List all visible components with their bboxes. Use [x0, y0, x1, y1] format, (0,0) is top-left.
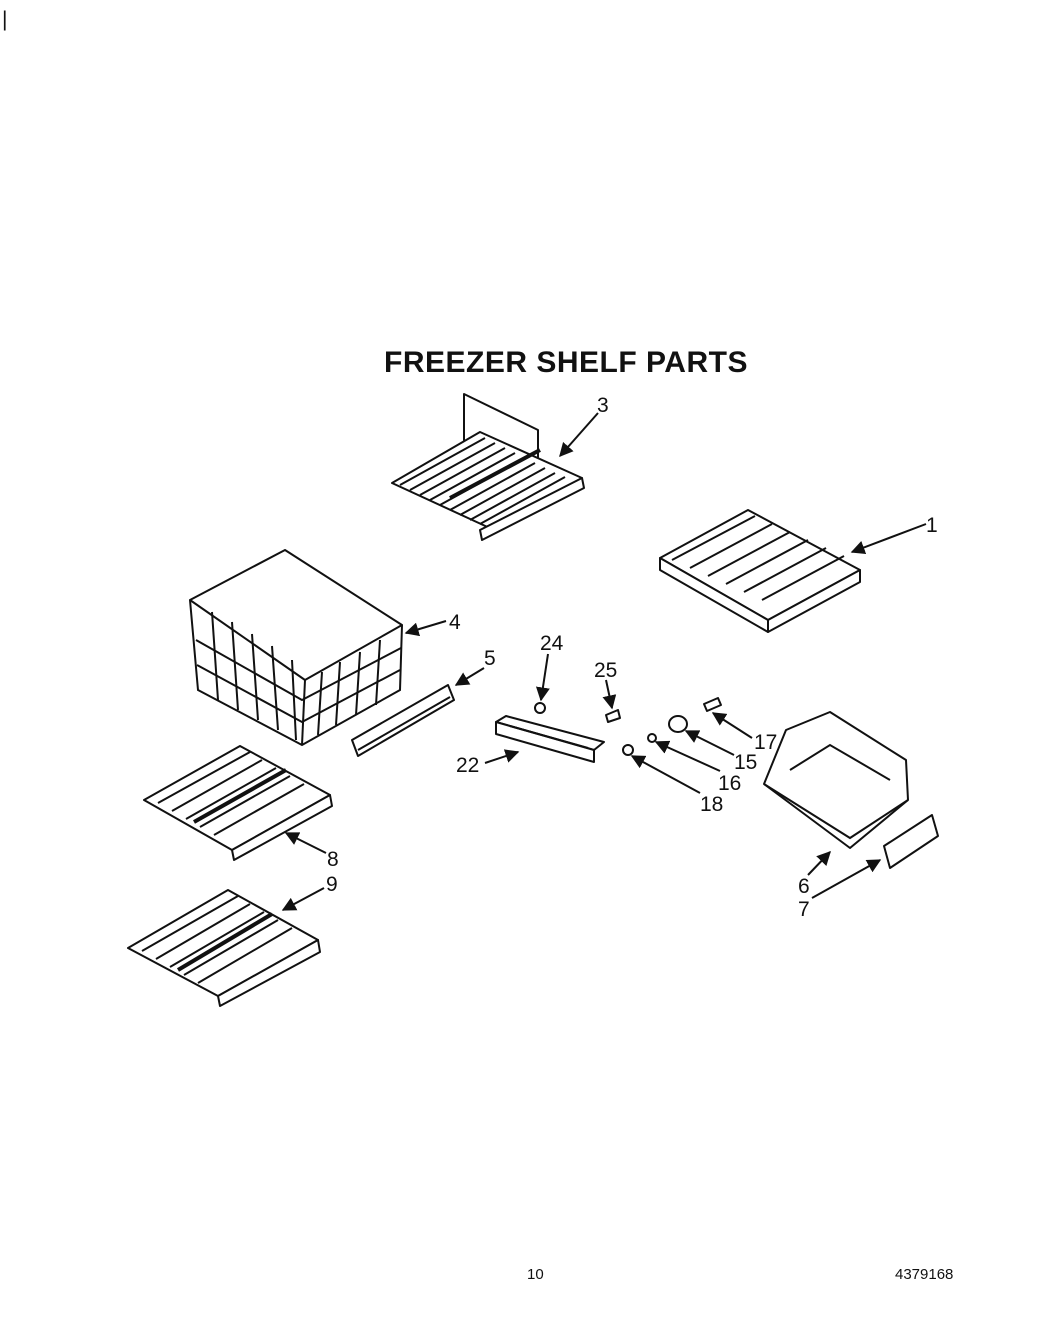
callout-18: 18 — [700, 793, 723, 816]
part-15-roller — [668, 715, 688, 733]
leader-lines — [281, 412, 927, 911]
callout-labels: 3 1 4 5 24 25 22 17 15 16 18 6 7 8 9 — [326, 394, 938, 921]
part-17-bolt — [703, 697, 722, 712]
part-3-wire-shelf — [391, 393, 585, 541]
callout-17: 17 — [754, 731, 777, 754]
callout-16: 16 — [718, 772, 741, 795]
callout-5: 5 — [484, 647, 496, 670]
callout-1: 1 — [926, 514, 938, 537]
callout-6: 6 — [798, 875, 810, 898]
part-6-bin — [763, 711, 909, 849]
callout-7: 7 — [798, 898, 810, 921]
callout-25: 25 — [594, 659, 617, 682]
part-18-washer — [622, 744, 634, 756]
callout-22: 22 — [456, 754, 479, 777]
part-9-wire-shelf — [127, 889, 321, 1007]
part-16-spacer — [647, 733, 657, 743]
document-number: 4379168 — [895, 1266, 953, 1283]
part-1-glass-shelf — [659, 509, 861, 633]
part-7-bin-rail — [883, 814, 939, 869]
callout-15: 15 — [734, 751, 757, 774]
part-25-screw — [605, 709, 621, 723]
callout-9: 9 — [326, 873, 338, 896]
part-4-wire-basket — [189, 549, 403, 747]
part-24-screw — [534, 702, 546, 714]
part-8-wire-shelf — [143, 745, 333, 861]
callout-24: 24 — [540, 632, 564, 655]
part-22-slide-bracket — [495, 715, 605, 763]
part-5-basket-rail — [351, 684, 455, 757]
callout-3: 3 — [597, 394, 609, 417]
page-number: 10 — [527, 1266, 544, 1283]
callout-4: 4 — [449, 611, 461, 634]
callout-8: 8 — [327, 848, 339, 871]
corner-mark: | — [2, 8, 7, 31]
page-title: FREEZER SHELF PARTS — [384, 346, 748, 379]
